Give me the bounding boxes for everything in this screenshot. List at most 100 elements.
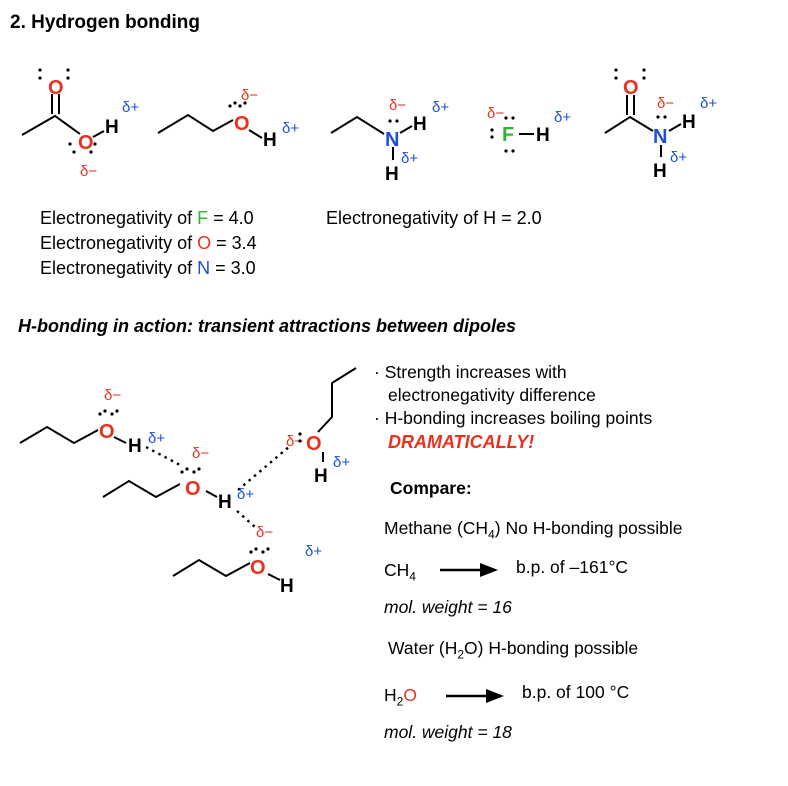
delta-plus: δ+ [401, 150, 418, 167]
h-bonding-network-diagram: O H δ+ δ− O H δ+ δ− O H δ+ δ− O H δ+ δ− [19, 367, 357, 597]
electronegativity-n: Electronegativity of N = 3.0 [40, 258, 256, 278]
atom-h: H [682, 112, 696, 133]
lone-pair-dot [192, 470, 196, 474]
amide-molecule: O N H H δ+ δ+ δ− [604, 68, 717, 182]
element-f: F [197, 208, 209, 228]
lone-pair-dot [490, 135, 494, 139]
bond [205, 490, 218, 498]
lone-pair-dot [243, 101, 247, 105]
lone-pair-dot [249, 550, 253, 554]
lone-pair-dot [115, 409, 119, 413]
lone-pair-dot [504, 149, 508, 153]
lone-pair-dot [66, 68, 70, 72]
bond [19, 425, 99, 445]
methane-boiling-point: b.p. of –161°C [516, 557, 629, 577]
delta-minus: δ− [241, 87, 258, 104]
lone-pair-dot [66, 76, 70, 80]
bullet-dot: · [374, 362, 380, 382]
water-boiling-point: b.p. of 100 °C [522, 682, 630, 702]
lone-pair-dot [642, 68, 646, 72]
bullet-1: · Strength increases with [374, 362, 567, 382]
delta-minus: δ− [389, 97, 406, 114]
lone-pair-dot [298, 439, 302, 443]
atom-h: H [218, 492, 232, 513]
bond [604, 115, 654, 134]
lone-pair-dot [663, 115, 667, 119]
bond [92, 130, 105, 138]
atom-o: O [250, 557, 266, 579]
delta-plus: δ+ [148, 430, 165, 447]
bond [399, 125, 413, 134]
lone-pair-dot [180, 470, 184, 474]
delta-plus: δ+ [122, 99, 139, 116]
dramatically-emphasis: DRAMATICALLY! [388, 432, 535, 452]
delta-plus: δ+ [700, 95, 717, 112]
atom-h: H [653, 161, 667, 182]
atom-h: H [128, 436, 142, 457]
carboxylic-acid-molecule: O O H δ+ δ− [21, 68, 139, 180]
lone-pair-dot [233, 101, 237, 105]
lone-pair-dot [642, 76, 646, 80]
propanol-1: O H δ+ δ− [19, 387, 165, 457]
bullet-2: · H-bonding increases boiling points [374, 408, 653, 428]
bond [330, 115, 385, 135]
lone-pair-dot [197, 467, 201, 471]
lone-pair-dot [298, 432, 302, 436]
lone-pair-dot [38, 76, 42, 80]
lone-pair-dot [103, 409, 107, 413]
bullet-dot: · [374, 408, 380, 428]
bond [21, 114, 81, 136]
atom-o: O [623, 77, 639, 99]
lone-pair-dot [261, 550, 265, 554]
atom-o: O [234, 113, 250, 135]
atom-h: H [536, 125, 550, 146]
lone-pair-dot [72, 150, 76, 154]
arrow-icon [440, 563, 498, 577]
compare-label: Compare: [390, 478, 472, 498]
delta-minus: δ− [286, 433, 303, 450]
bullet-1-continued: electronegativity difference [388, 385, 596, 405]
atom-h: H [263, 130, 277, 151]
propanol-4: O H δ+ δ− [172, 524, 322, 597]
lone-pair-dot [89, 150, 93, 154]
delta-plus: δ+ [554, 109, 571, 126]
h-bonding-subtitle: H-bonding in action: transient attractio… [18, 316, 517, 336]
delta-plus: δ+ [432, 99, 449, 116]
lone-pair-dot [98, 412, 102, 416]
lone-pair-dot [511, 149, 515, 153]
atom-f: F [502, 124, 514, 146]
atom-h: H [385, 164, 399, 185]
electronegativity-o: Electronegativity of O = 3.4 [40, 233, 257, 253]
atom-o: O [306, 433, 322, 455]
bond [157, 113, 234, 134]
delta-plus: δ+ [237, 486, 254, 503]
bond [267, 573, 281, 581]
bond [248, 129, 263, 139]
lone-pair-dot [228, 104, 232, 108]
hydrogen-bond [236, 510, 256, 528]
atom-n: N [653, 126, 667, 148]
bond [113, 436, 127, 444]
bond [317, 367, 357, 433]
element-n: N [197, 258, 211, 278]
hydrogen-bond [237, 445, 291, 491]
methane-description: Methane (CH4) No H-bonding possible [384, 518, 683, 542]
lone-pair-dot [93, 142, 97, 146]
delta-minus: δ− [657, 95, 674, 112]
lone-pair-dot [110, 412, 114, 416]
lone-pair-dot [490, 128, 494, 132]
lone-pair-dot [614, 76, 618, 80]
hydrogen-bond [145, 445, 181, 467]
water-formula: H2O [384, 685, 417, 709]
propanol-2: O H δ+ δ− [102, 445, 254, 513]
delta-plus: δ+ [305, 543, 322, 560]
lone-pair-dot [185, 467, 189, 471]
delta-minus: δ− [256, 524, 273, 541]
lone-pair-dot [388, 119, 392, 123]
lone-pair-dot [504, 116, 508, 120]
atom-o: O [48, 77, 64, 99]
atom-h: H [280, 576, 294, 597]
atom-o: O [185, 478, 201, 500]
lone-pair-dot [614, 68, 618, 72]
element-o: O [197, 233, 212, 253]
